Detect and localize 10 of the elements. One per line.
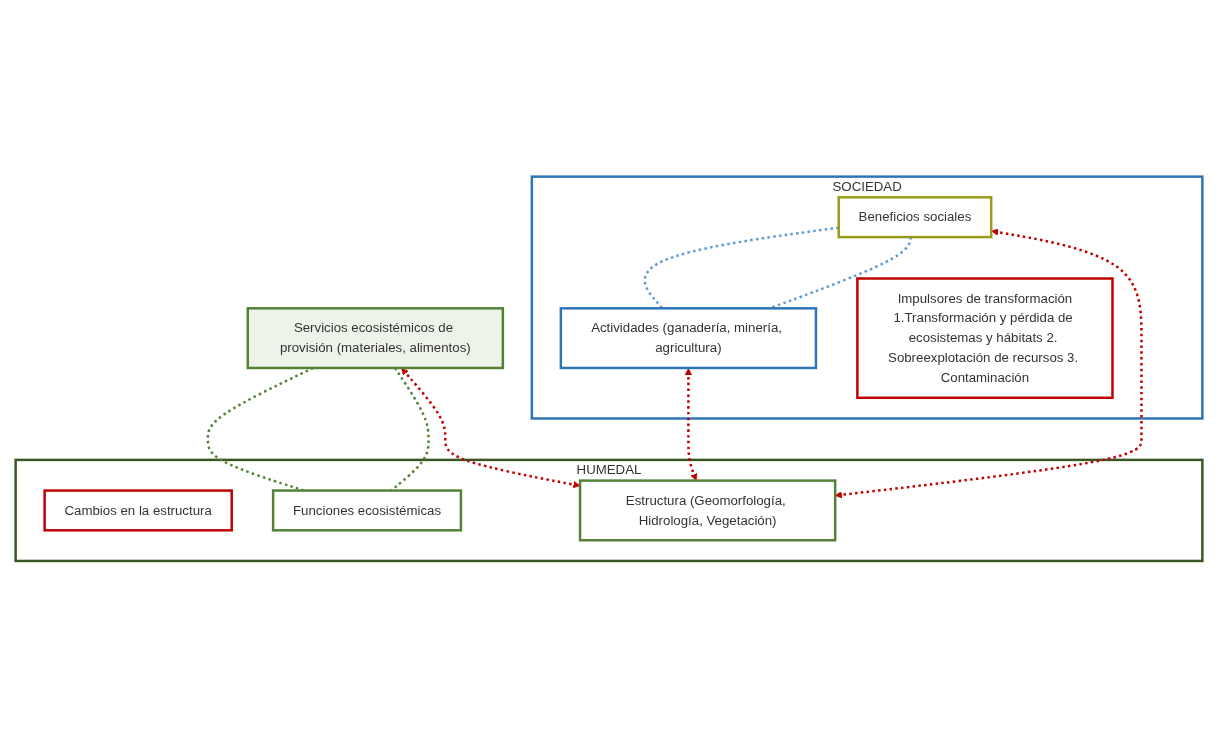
arrow xyxy=(684,367,697,481)
arrow xyxy=(834,228,1143,499)
node-box: Estructura (Geomorfología, Hidrología, Vegetación) xyxy=(578,479,836,542)
node-box: Actividades (ganadería, minería, agricultura) xyxy=(559,306,817,369)
node-box: Beneficios sociales xyxy=(836,195,992,239)
node-box: Funciones ecosistémicas xyxy=(271,489,462,532)
node-box: Servicios ecosistémicos de provisión (materiales, alimentos) xyxy=(246,306,504,369)
node-box: Cambios en la estructura xyxy=(42,489,233,532)
arrow xyxy=(400,367,580,488)
node-box: Impulsores de transformación 1.Transformación y pérdida de ecosistemas y hábitats 2. Sobreexplotación de recursos 3. Contaminación xyxy=(855,276,1114,399)
